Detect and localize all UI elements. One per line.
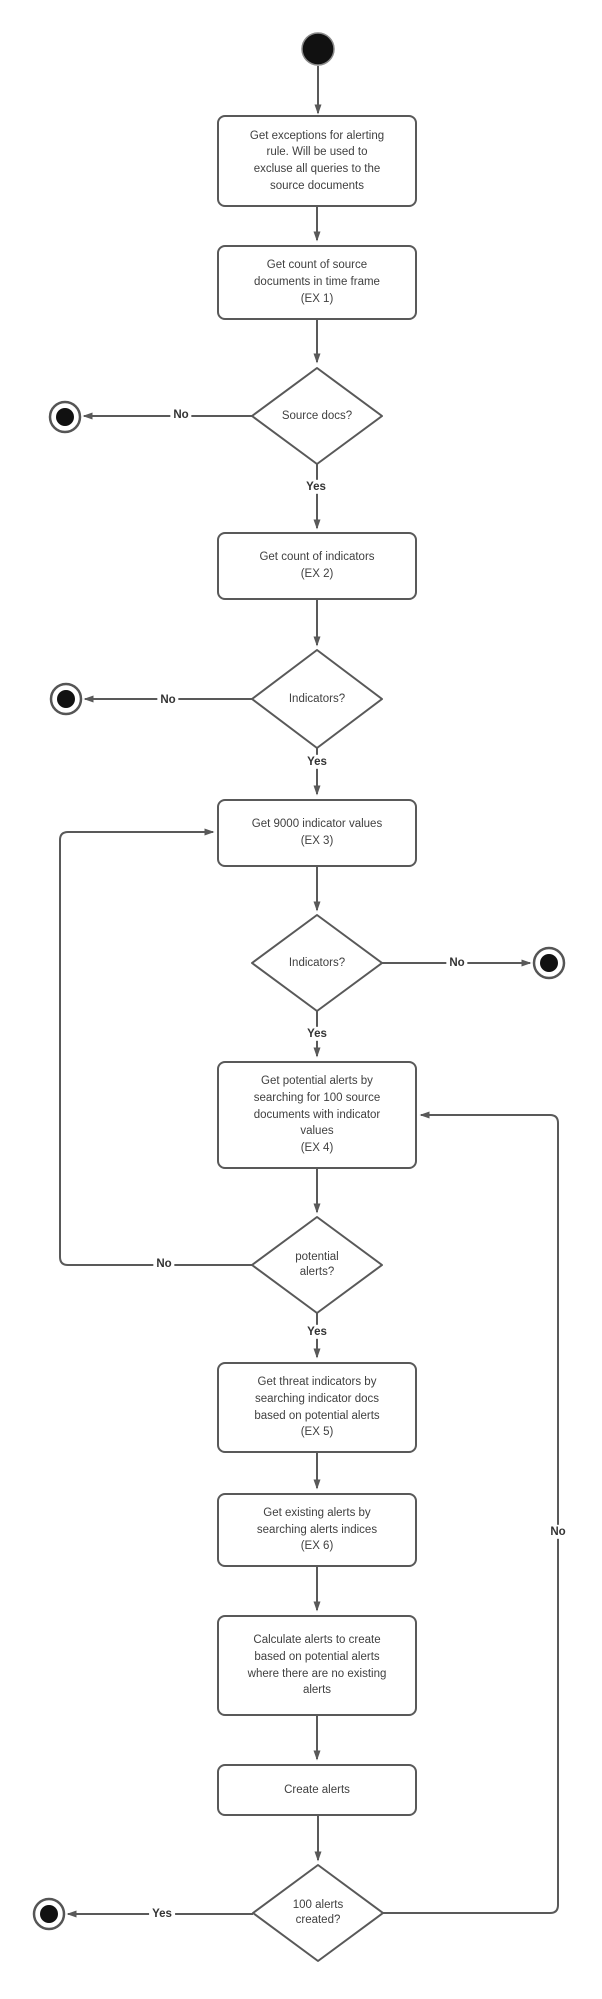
process-get-threat-indicators-ex5: Get threat indicators by searching indic… [217,1362,417,1453]
decision-potential-alerts-shape [251,1216,383,1314]
process-create-alerts: Create alerts [217,1764,417,1816]
edge-label-no-source-docs: No [170,407,192,423]
decision-100-alerts-created-shape [252,1864,384,1962]
process-get-indicator-values-ex3: Get 9000 indicator values (EX 3) [217,799,417,867]
end-node-1 [48,400,82,434]
decision-indicators-1-shape [251,649,383,749]
process-calculate-alerts: Calculate alerts to create based on pote… [217,1615,417,1716]
process-get-potential-alerts-ex4: Get potential alerts by searching for 10… [217,1061,417,1169]
decision-indicators-2-shape [251,914,383,1012]
decision-source-docs-shape [251,367,383,465]
edge-label-no-potential-alerts: No [153,1256,175,1272]
edge-label-yes-indicators-1: Yes [304,754,330,770]
process-count-source-docs-ex1: Get count of source documents in time fr… [217,245,417,320]
edge-d5-p5-no-loop [383,1111,559,1914]
start-node [301,32,335,66]
edge-label-yes-source-docs: Yes [303,479,329,495]
end-node-4 [32,1897,66,1931]
edge-label-no-100-created: No [547,1524,569,1540]
edge-label-yes-potential-alerts: Yes [304,1324,330,1340]
end-node-2 [49,682,83,716]
edge-label-yes-indicators-2: Yes [304,1026,330,1042]
process-get-existing-alerts-ex6: Get existing alerts by searching alerts … [217,1493,417,1567]
edge-label-no-indicators-1: No [157,692,179,708]
process-count-indicators-ex2: Get count of indicators (EX 2) [217,532,417,600]
end-node-3 [532,946,566,980]
edge-label-no-indicators-2: No [446,955,468,971]
process-get-exceptions: Get exceptions for alerting rule. Will b… [217,115,417,207]
edge-d4-p4-no-loop [59,828,252,1266]
edge-label-yes-100-created: Yes [149,1906,175,1922]
